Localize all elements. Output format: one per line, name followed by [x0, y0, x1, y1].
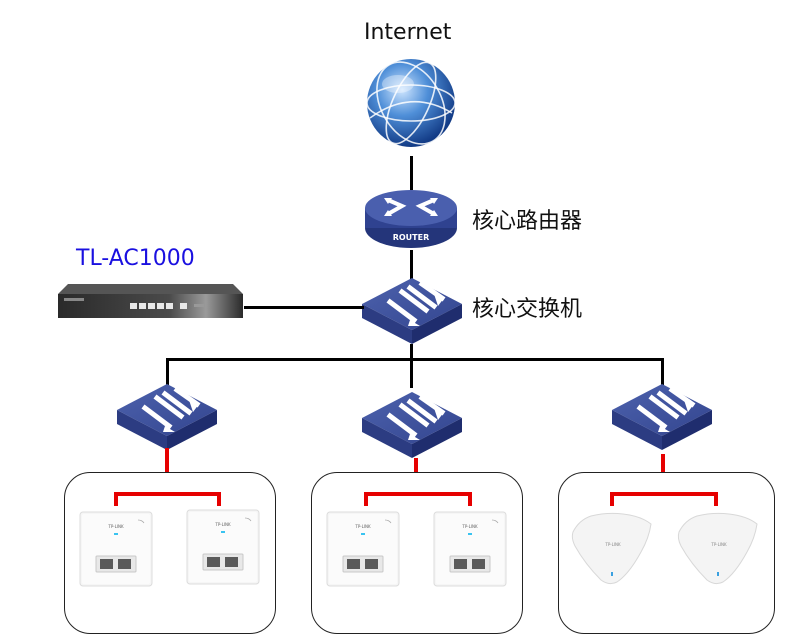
access-switch-icon[interactable]	[612, 384, 712, 450]
fanout-bar-2	[364, 492, 472, 496]
link-bus-switch-2	[410, 358, 413, 388]
wall-panel-ap-icon[interactable]	[186, 509, 260, 585]
globe-icon[interactable]	[366, 58, 456, 148]
ceiling-ap-icon[interactable]	[571, 512, 653, 588]
distribution-bus	[166, 358, 663, 361]
access-switch-icon[interactable]	[117, 384, 217, 450]
fanout-leg	[468, 492, 472, 506]
core-switch-label: 核心交换机	[472, 297, 583, 322]
access-switch-icon[interactable]	[362, 392, 462, 458]
router-badge: ROUTER	[393, 233, 430, 242]
router-icon[interactable]: ROUTER	[364, 190, 458, 250]
fanout-leg	[114, 492, 118, 506]
fanout-bar-1	[114, 492, 221, 496]
internet-label: Internet	[364, 20, 452, 45]
rack-controller-icon[interactable]	[58, 284, 243, 324]
link-controller-coreswitch	[244, 306, 364, 309]
wall-panel-ap-icon[interactable]	[433, 511, 507, 587]
fanout-leg	[364, 492, 368, 506]
link-coreswitch-bus	[410, 344, 413, 360]
fanout-leg	[217, 492, 221, 506]
ceiling-ap-icon[interactable]	[677, 512, 759, 588]
link-bus-switch-3	[661, 358, 664, 388]
link-bus-switch-1	[166, 358, 169, 388]
ac-controller-label: TL-AC1000	[76, 246, 195, 271]
fanout-bar-3	[610, 492, 718, 496]
fanout-leg	[714, 492, 718, 506]
downlink-switch-1	[165, 448, 169, 494]
fanout-leg	[610, 492, 614, 506]
link-internet-router	[410, 156, 413, 190]
wall-panel-ap-icon[interactable]	[326, 511, 400, 587]
wall-panel-ap-icon[interactable]	[79, 511, 153, 587]
core-switch-icon[interactable]	[362, 278, 462, 344]
core-router-label: 核心路由器	[472, 209, 583, 234]
link-router-coreswitch	[410, 250, 413, 280]
